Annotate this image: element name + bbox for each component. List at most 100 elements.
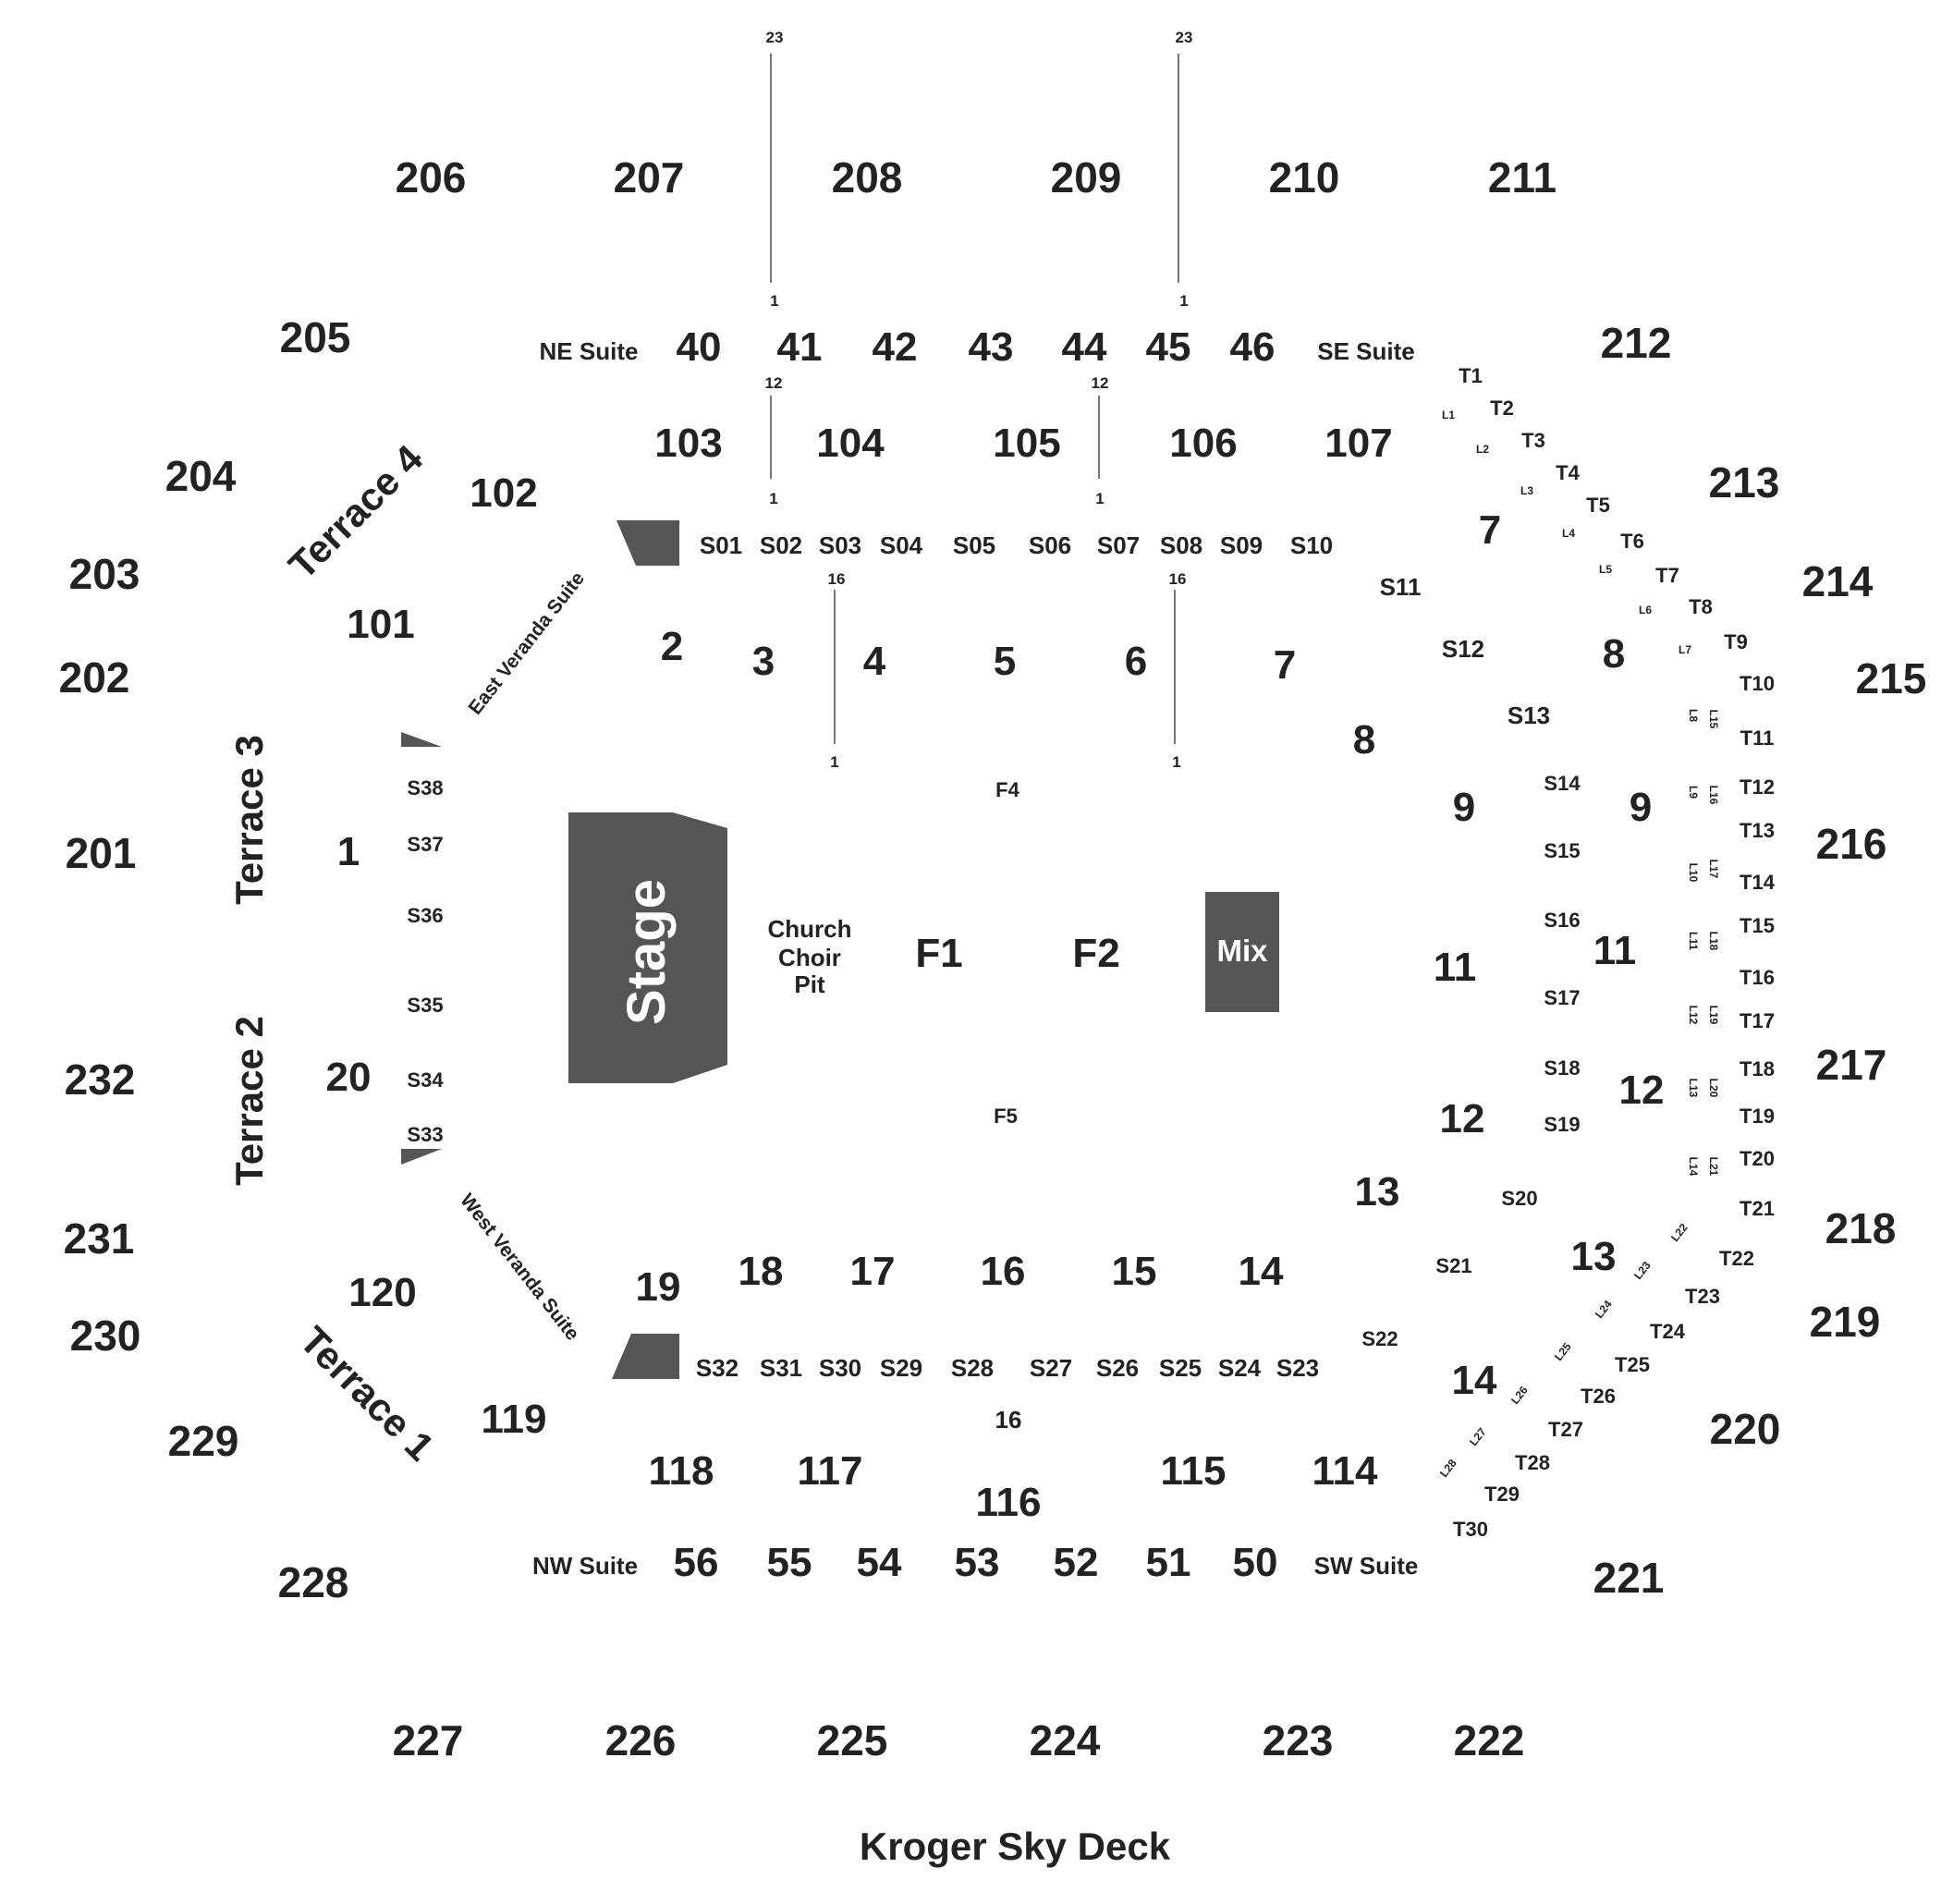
section-224[interactable]: 224: [1030, 1716, 1101, 1764]
floor-section-16[interactable]: 16: [981, 1249, 1026, 1294]
box-s06[interactable]: S06: [1029, 531, 1071, 559]
terrace-2[interactable]: Terrace 2: [227, 1016, 271, 1186]
box-t26[interactable]: T26: [1581, 1385, 1616, 1408]
suite-43[interactable]: 43: [969, 324, 1014, 370]
box-l9[interactable]: L9: [1687, 786, 1700, 799]
box-s35[interactable]: S35: [407, 994, 443, 1017]
floor-section-3[interactable]: 3: [752, 639, 775, 684]
box-s24[interactable]: S24: [1218, 1354, 1262, 1382]
box-s28[interactable]: S28: [951, 1354, 994, 1382]
suite-41[interactable]: 41: [777, 324, 823, 370]
left-section-1[interactable]: 1: [337, 829, 360, 874]
box-t15[interactable]: T15: [1740, 914, 1775, 937]
box-s21[interactable]: S21: [1435, 1254, 1471, 1277]
right-section-9b[interactable]: 9: [1630, 785, 1652, 830]
section-101[interactable]: 101: [347, 602, 414, 647]
floor-section-4[interactable]: 4: [863, 639, 886, 684]
box-t29[interactable]: T29: [1484, 1483, 1520, 1506]
section-211[interactable]: 211: [1488, 153, 1556, 201]
box-l7[interactable]: L7: [1679, 643, 1691, 656]
box-t12[interactable]: T12: [1740, 775, 1775, 799]
box-l17[interactable]: L17: [1707, 860, 1720, 879]
section-227[interactable]: 227: [393, 1716, 464, 1764]
section-203[interactable]: 203: [69, 550, 140, 598]
box-s05[interactable]: S05: [953, 531, 995, 559]
section-213[interactable]: 213: [1709, 458, 1780, 507]
box-t5[interactable]: T5: [1586, 494, 1610, 517]
east-veranda-suite[interactable]: East Veranda Suite: [465, 568, 590, 718]
box-l1[interactable]: L1: [1442, 409, 1455, 421]
box-t1[interactable]: T1: [1459, 364, 1483, 387]
section-218[interactable]: 218: [1825, 1204, 1897, 1252]
section-219[interactable]: 219: [1810, 1298, 1881, 1346]
box-l13[interactable]: L13: [1687, 1079, 1700, 1098]
church-choir-pit-line-2[interactable]: Choir: [778, 944, 841, 971]
box-t30[interactable]: T30: [1453, 1518, 1488, 1541]
box-s32[interactable]: S32: [696, 1354, 739, 1382]
section-225[interactable]: 225: [817, 1716, 888, 1764]
box-t14[interactable]: T14: [1740, 871, 1776, 894]
left-section-20[interactable]: 20: [326, 1055, 372, 1100]
box-t21[interactable]: T21: [1740, 1197, 1775, 1220]
box-t8[interactable]: T8: [1689, 595, 1713, 618]
section-205[interactable]: 205: [280, 313, 351, 361]
box-s31[interactable]: S31: [760, 1354, 802, 1382]
right-section-12b[interactable]: 12: [1619, 1068, 1665, 1113]
section-214[interactable]: 214: [1802, 557, 1874, 605]
floor-section-14[interactable]: 14: [1239, 1249, 1284, 1294]
box-t27[interactable]: T27: [1548, 1418, 1583, 1441]
sw-suite[interactable]: SW Suite: [1314, 1552, 1419, 1580]
box-s16[interactable]: S16: [1544, 909, 1580, 932]
section-201[interactable]: 201: [66, 829, 137, 877]
box-t28[interactable]: T28: [1515, 1451, 1550, 1474]
box-l19[interactable]: L19: [1707, 1006, 1720, 1025]
box-s22[interactable]: S22: [1361, 1327, 1398, 1350]
suite-51[interactable]: 51: [1146, 1540, 1191, 1585]
floor-section-5[interactable]: 5: [994, 639, 1016, 684]
box-s07[interactable]: S07: [1097, 531, 1140, 559]
right-section-13[interactable]: 13: [1571, 1234, 1617, 1279]
box-l18[interactable]: L18: [1707, 932, 1720, 951]
section-216[interactable]: 216: [1816, 820, 1887, 868]
box-s03[interactable]: S03: [819, 531, 861, 559]
box-t13[interactable]: T13: [1740, 819, 1775, 842]
box-t22[interactable]: T22: [1719, 1247, 1754, 1270]
section-106[interactable]: 106: [1169, 421, 1237, 466]
box-l27[interactable]: L27: [1467, 1425, 1489, 1448]
box-t2[interactable]: T2: [1490, 397, 1514, 420]
section-209[interactable]: 209: [1051, 153, 1122, 201]
right-section-14[interactable]: 14: [1452, 1358, 1497, 1403]
section-114[interactable]: 114: [1312, 1448, 1379, 1494]
right-section-8[interactable]: 8: [1603, 631, 1625, 677]
section-f4[interactable]: F4: [995, 778, 1019, 801]
section-102[interactable]: 102: [470, 470, 537, 516]
section-221[interactable]: 221: [1593, 1554, 1665, 1602]
box-t23[interactable]: T23: [1685, 1285, 1720, 1308]
box-s02[interactable]: S02: [760, 531, 802, 559]
suite-46[interactable]: 46: [1230, 324, 1276, 370]
floor-section-19[interactable]: 19: [636, 1264, 681, 1310]
box-t3[interactable]: T3: [1521, 429, 1545, 452]
box-s30[interactable]: S30: [819, 1354, 861, 1382]
box-s26[interactable]: S26: [1096, 1354, 1139, 1382]
section-208[interactable]: 208: [832, 153, 903, 201]
floor-section-17[interactable]: 17: [850, 1249, 896, 1294]
box-s23[interactable]: S23: [1276, 1354, 1319, 1382]
section-226[interactable]: 226: [605, 1716, 677, 1764]
section-104[interactable]: 104: [816, 421, 885, 466]
right-section-11[interactable]: 11: [1434, 945, 1477, 990]
section-217[interactable]: 217: [1816, 1041, 1887, 1089]
section-119[interactable]: 119: [482, 1397, 547, 1442]
se-suite[interactable]: SE Suite: [1317, 337, 1414, 365]
box-l10[interactable]: L10: [1687, 863, 1700, 883]
terrace-3[interactable]: Terrace 3: [227, 735, 271, 905]
section-206[interactable]: 206: [396, 153, 467, 201]
box-l14[interactable]: L14: [1687, 1157, 1700, 1177]
box-s17[interactable]: S17: [1544, 986, 1580, 1009]
box-l3[interactable]: L3: [1520, 484, 1533, 497]
box-t11[interactable]: T11: [1740, 726, 1775, 750]
section-232[interactable]: 232: [65, 1056, 136, 1104]
section-202[interactable]: 202: [59, 653, 130, 702]
section-105[interactable]: 105: [993, 421, 1060, 466]
box-s36[interactable]: S36: [407, 904, 443, 927]
